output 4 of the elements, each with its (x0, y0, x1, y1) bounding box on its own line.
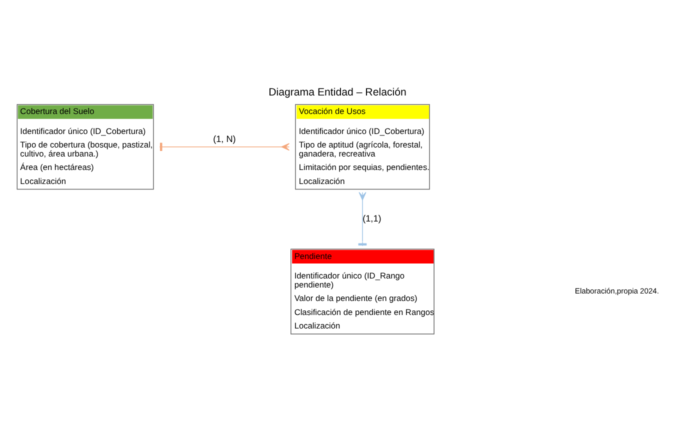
edge-label: (1, N) (213, 134, 236, 144)
diagram-title: Diagrama Entidad – Relación (268, 86, 406, 99)
label: Elaboración,propia 2024. (574, 286, 659, 296)
edge-label: (1,1) (362, 214, 382, 224)
